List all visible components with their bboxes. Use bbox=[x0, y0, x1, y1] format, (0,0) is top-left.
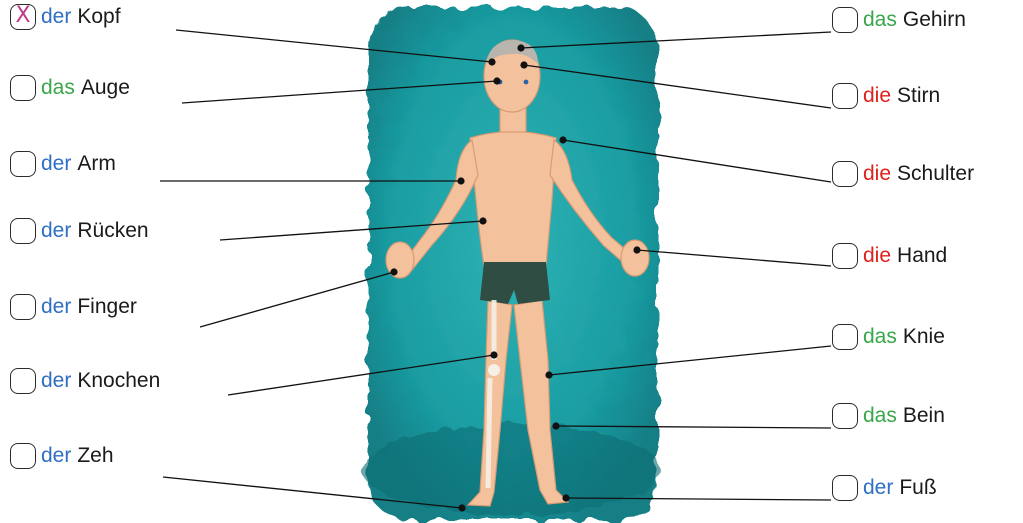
answer-checkbox[interactable]: X bbox=[10, 4, 36, 30]
answer-checkbox[interactable] bbox=[10, 368, 36, 394]
answer-checkbox[interactable] bbox=[832, 161, 858, 187]
noun-label: Fuß bbox=[899, 476, 936, 500]
noun-label: Gehirn bbox=[903, 8, 966, 32]
connector-dot bbox=[633, 246, 640, 253]
connector-dot bbox=[390, 268, 397, 275]
answer-checkbox[interactable] bbox=[832, 475, 858, 501]
connector-dot bbox=[559, 136, 566, 143]
answer-checkbox[interactable] bbox=[10, 294, 36, 320]
connector-dot bbox=[545, 371, 552, 378]
connector-dot bbox=[493, 77, 500, 84]
connector-dot bbox=[562, 494, 569, 501]
noun-label: Kopf bbox=[77, 5, 120, 29]
article-label: die bbox=[863, 162, 891, 186]
noun-label: Schulter bbox=[897, 162, 974, 186]
article-label: der bbox=[41, 444, 71, 468]
answer-checkbox[interactable] bbox=[10, 218, 36, 244]
answer-checkbox[interactable] bbox=[832, 324, 858, 350]
connector-line bbox=[200, 272, 394, 327]
answer-checkbox[interactable] bbox=[10, 75, 36, 101]
connector-dot bbox=[488, 58, 495, 65]
article-label: der bbox=[41, 295, 71, 319]
noun-label: Knie bbox=[903, 325, 945, 349]
answer-checkbox[interactable] bbox=[832, 403, 858, 429]
answer-checkbox[interactable] bbox=[10, 443, 36, 469]
answer-checkbox[interactable] bbox=[832, 83, 858, 109]
noun-label: Auge bbox=[81, 76, 130, 100]
article-label: die bbox=[863, 244, 891, 268]
connector-dot bbox=[479, 217, 486, 224]
noun-label: Finger bbox=[77, 295, 137, 319]
connector-line bbox=[637, 250, 831, 266]
connector-dot bbox=[457, 177, 464, 184]
answer-checkbox[interactable] bbox=[832, 243, 858, 269]
noun-label: Rücken bbox=[77, 219, 148, 243]
answer-checkbox[interactable] bbox=[832, 7, 858, 33]
connector-dot bbox=[458, 504, 465, 511]
noun-label: Stirn bbox=[897, 84, 940, 108]
article-label: die bbox=[863, 84, 891, 108]
article-label: das bbox=[863, 8, 897, 32]
check-mark-icon: X bbox=[11, 2, 35, 30]
article-label: der bbox=[41, 152, 71, 176]
article-label: der bbox=[41, 369, 71, 393]
connector-dot bbox=[490, 351, 497, 358]
noun-label: Zeh bbox=[77, 444, 113, 468]
article-label: das bbox=[863, 325, 897, 349]
connector-dot bbox=[552, 422, 559, 429]
noun-label: Hand bbox=[897, 244, 947, 268]
floor-shadow bbox=[362, 425, 662, 515]
article-label: das bbox=[41, 76, 75, 100]
article-label: der bbox=[41, 219, 71, 243]
noun-label: Knochen bbox=[77, 369, 160, 393]
article-label: der bbox=[863, 476, 893, 500]
article-label: das bbox=[863, 404, 897, 428]
connector-dot bbox=[520, 61, 527, 68]
article-label: der bbox=[41, 5, 71, 29]
noun-label: Bein bbox=[903, 404, 945, 428]
noun-label: Arm bbox=[77, 152, 116, 176]
answer-checkbox[interactable] bbox=[10, 151, 36, 177]
connector-dot bbox=[517, 44, 524, 51]
